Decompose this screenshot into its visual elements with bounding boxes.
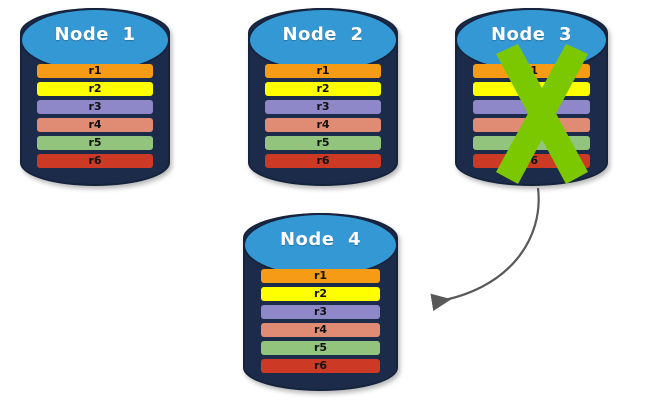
row-bar[interactable]: r5 (37, 136, 153, 150)
row-bar[interactable]: r4 (265, 118, 381, 132)
row-bar[interactable]: r4 (260, 323, 381, 337)
node1-title: Node 1 (54, 24, 136, 45)
node1-row-list: r1 r2 r3 r4 r5 r6 (37, 64, 153, 168)
row-bar[interactable]: r5 (265, 136, 381, 150)
node-cylinder-node2[interactable]: Node 2 r1 r2 r3 r4 r5 r6 (248, 8, 398, 186)
row-bar[interactable]: r6 (37, 154, 153, 168)
node2-title: Node 2 (282, 24, 364, 45)
node-cylinder-node1[interactable]: Node 1 r1 r2 r3 r4 r5 r6 (20, 8, 170, 186)
row-bar[interactable]: r2 (260, 287, 381, 301)
node-cylinder-node3[interactable]: Node 3 r1 r2 r3 r4 r5 r6 (455, 8, 608, 186)
node3-title: Node 3 (490, 24, 573, 45)
row-bar[interactable]: r4 (472, 118, 591, 132)
row-bar[interactable]: r2 (472, 82, 591, 96)
row-bar[interactable]: r5 (260, 341, 381, 355)
row-bar[interactable]: r4 (37, 118, 153, 132)
row-bar[interactable]: r3 (265, 100, 381, 114)
node2-row-list: r1 r2 r3 r4 r5 r6 (265, 64, 381, 168)
node2-cylinder-top (248, 8, 398, 72)
row-bar[interactable]: r2 (265, 82, 381, 96)
row-bar[interactable]: r3 (37, 100, 153, 114)
row-bar[interactable]: r3 (472, 100, 591, 114)
row-bar[interactable]: r2 (37, 82, 153, 96)
node1-cylinder-top (20, 8, 170, 72)
row-bar[interactable]: r3 (260, 305, 381, 319)
node4-row-list: r1 r2 r3 r4 r5 r6 (260, 269, 381, 373)
row-bar[interactable]: r6 (472, 154, 591, 168)
row-bar[interactable]: r1 (37, 64, 153, 78)
node3-row-list: r1 r2 r3 r4 r5 r6 (472, 64, 591, 168)
row-bar[interactable]: r6 (260, 359, 381, 373)
node4-cylinder-top (243, 213, 398, 277)
node-cylinder-node4[interactable]: Node 4 r1 r2 r3 r4 r5 r6 (243, 213, 398, 391)
row-bar[interactable]: r1 (265, 64, 381, 78)
connector-arrow-line (430, 187, 540, 312)
row-bar[interactable]: r1 (472, 64, 591, 78)
row-bar[interactable]: r6 (265, 154, 381, 168)
row-bar[interactable]: r1 (260, 269, 381, 283)
row-bar[interactable]: r5 (472, 136, 591, 150)
node4-title: Node 4 (279, 229, 362, 250)
